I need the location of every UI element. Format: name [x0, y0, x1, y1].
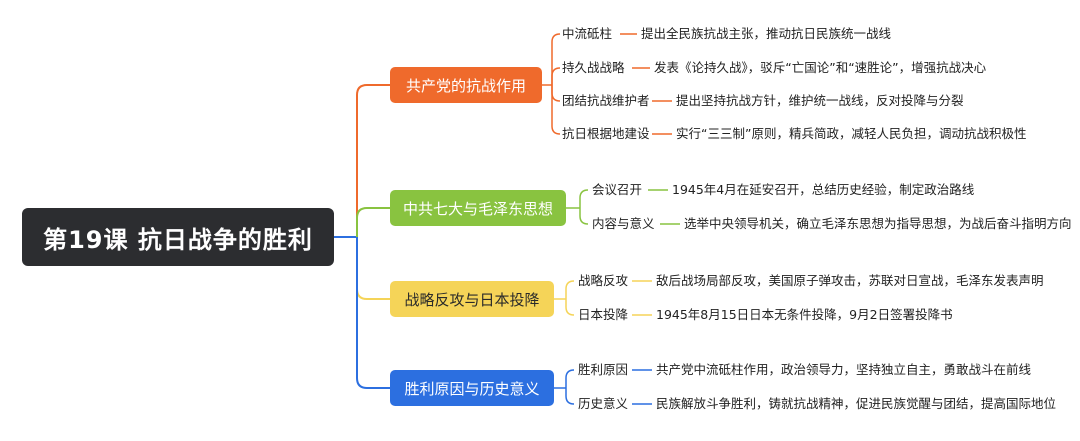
leaf-description: 提出全民族抗战主张，推动抗日民族统一战线 [641, 26, 892, 41]
leaf-label[interactable]: 战略反攻 [578, 273, 629, 288]
leaf-description: 共产党中流砥柱作用，政治领导力，坚持独立自主，勇敢战斗在前线 [656, 362, 1032, 377]
root-topic[interactable]: 第19课 抗日战争的胜利 [22, 208, 334, 266]
branch-seventh-congress[interactable]: 中共七大与毛泽东思想 [390, 190, 566, 226]
leaf-label[interactable]: 胜利原因 [578, 362, 629, 377]
leaf-label[interactable]: 会议召开 [592, 182, 643, 197]
leaf-description: 实行“三三制”原则，精兵简政，减轻人民负担，调动抗战积极性 [676, 126, 1027, 141]
leaf-description: 敌后战场局部反攻，美国原子弹攻击，苏联对日宣战，毛泽东发表声明 [656, 273, 1044, 288]
leaf-description: 发表《论持久战》，驳斥“亡国论”和“速胜论”，增强抗战决心 [654, 60, 987, 75]
leaf-label[interactable]: 内容与意义 [592, 216, 655, 231]
leaf-label[interactable]: 日本投降 [578, 307, 629, 322]
leaf-label[interactable]: 持久战战略 [562, 60, 625, 75]
branch-victory-reasons[interactable]: 胜利原因与历史意义 [390, 370, 554, 406]
leaf-label[interactable]: 历史意义 [578, 396, 629, 411]
leaf-description: 民族解放斗争胜利，铸就抗战精神，促进民族觉醒与团结，提高国际地位 [656, 396, 1057, 411]
branch-counteroffensive[interactable]: 战略反攻与日本投降 [390, 281, 554, 317]
branch-communist-role[interactable]: 共产党的抗战作用 [390, 67, 542, 103]
leaf-label[interactable]: 中流砥柱 [562, 26, 613, 41]
leaf-label[interactable]: 团结抗战维护者 [562, 93, 650, 108]
leaf-description: 1945年4月在延安召开，总结历史经验，制定政治路线 [672, 182, 975, 197]
leaf-description: 提出坚持抗战方针，维护统一战线，反对投降与分裂 [676, 93, 964, 108]
leaf-description: 选举中央领导机关，确立毛泽东思想为指导思想，为战后奋斗指明方向 [684, 216, 1072, 231]
leaf-label[interactable]: 抗日根据地建设 [562, 126, 650, 141]
leaf-description: 1945年8月15日日本无条件投降，9月2日签署投降书 [656, 307, 953, 322]
